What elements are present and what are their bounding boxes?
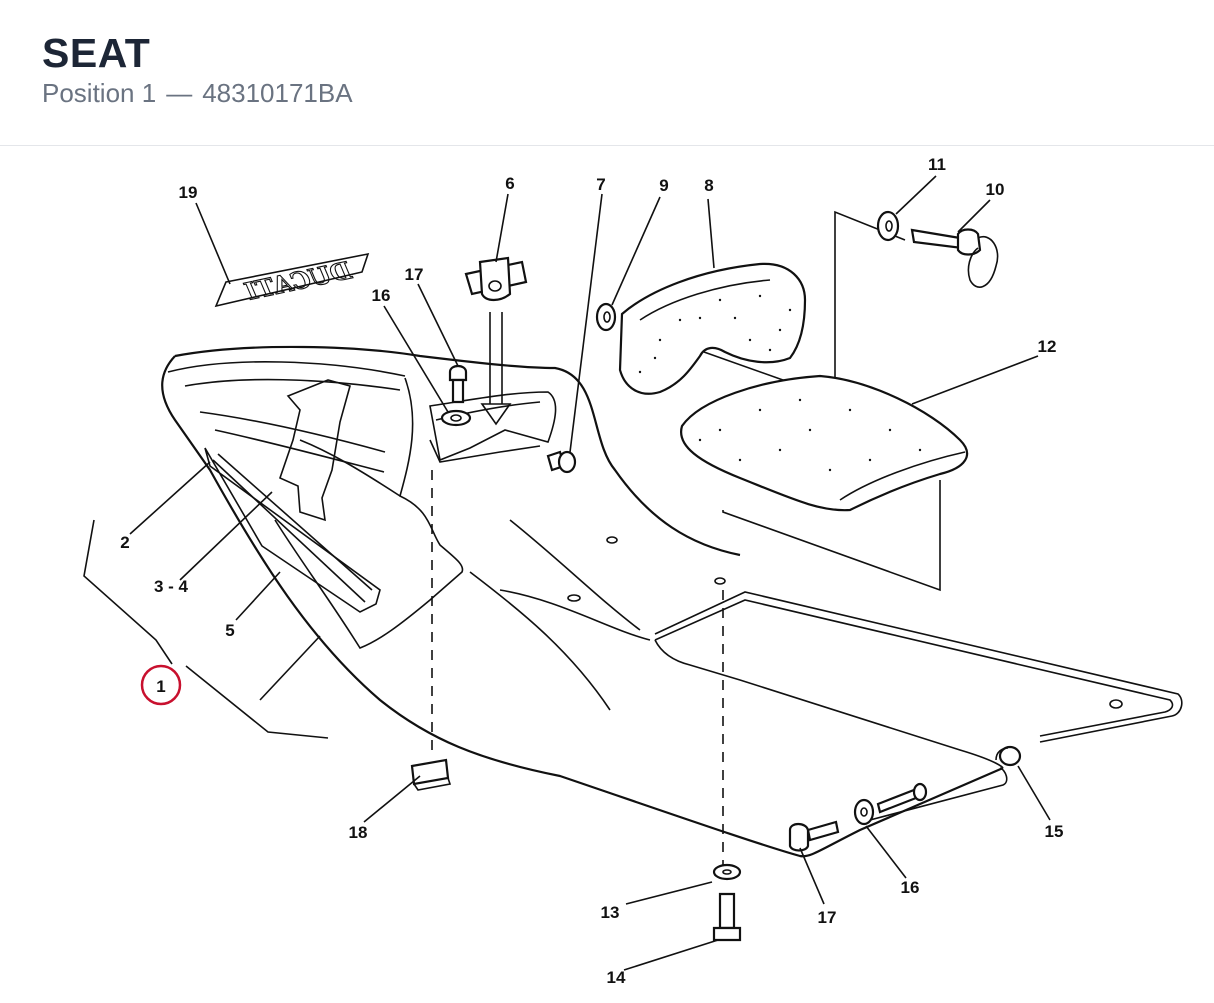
pin-bottom <box>876 782 928 814</box>
pad-part-12 <box>679 374 968 512</box>
callout-19: 19 <box>179 183 198 202</box>
callout-labels: 19 6 7 9 8 11 10 12 17 16 2 3 - 4 5 18 1… <box>120 155 1063 987</box>
callout-6: 6 <box>505 174 514 193</box>
callout-16-bottom: 16 <box>901 878 920 897</box>
page-title: SEAT <box>42 30 151 76</box>
callout-17-bottom: 17 <box>818 908 837 927</box>
pad-12-texture <box>698 398 922 472</box>
screw-part-17-top <box>448 364 468 404</box>
callout-15: 15 <box>1045 822 1064 841</box>
callout-13: 13 <box>601 903 620 922</box>
callout-11: 11 <box>928 155 946 174</box>
washer-part-9 <box>595 302 617 332</box>
callout-12: 12 <box>1038 337 1057 356</box>
callout-8: 8 <box>704 176 713 195</box>
rubber-part-16-top <box>440 409 472 427</box>
callout-14: 14 <box>607 968 626 987</box>
page-subtitle: Position 1 — 48310171BA <box>42 78 353 109</box>
decal-text: DUCATI <box>242 255 355 306</box>
washer-part-11 <box>876 210 900 242</box>
washer-part-16-bottom <box>853 798 875 826</box>
callout-9: 9 <box>659 176 668 195</box>
page-header: SEAT Position 1 — 48310171BA <box>0 0 1214 146</box>
screw-part-7 <box>546 450 577 474</box>
ducati-decal: DUCATI <box>214 252 370 308</box>
callout-10: 10 <box>986 180 1005 199</box>
callout-17-top: 17 <box>405 265 424 284</box>
callout-7: 7 <box>596 175 605 194</box>
callout-1[interactable]: 1 <box>156 677 165 696</box>
subtitle-separator: — <box>166 78 193 108</box>
callout-5: 5 <box>225 621 234 640</box>
assembly-arrow-6 <box>480 403 512 426</box>
position-1-marker[interactable]: 1 <box>140 664 182 706</box>
washer-part-13 <box>712 863 742 881</box>
callout-18: 18 <box>349 823 368 842</box>
grommet-part-15 <box>995 745 1022 767</box>
screw-part-17-bottom <box>788 820 840 852</box>
assembly-bracket-rear <box>722 480 941 592</box>
clip-part-6 <box>464 256 528 302</box>
pin-part-10 <box>910 228 999 288</box>
pad-8-texture <box>638 294 792 374</box>
part-number: 48310171BA <box>202 78 353 108</box>
seat-tail-body <box>161 345 1183 858</box>
callout-16-top: 16 <box>372 286 391 305</box>
position-label: Position 1 <box>42 78 157 108</box>
pad-part-8 <box>618 262 807 395</box>
leader-lines <box>83 175 1051 971</box>
exploded-parts-diagram: DUCATI <box>83 155 1183 987</box>
screw-part-14 <box>712 892 742 942</box>
callout-2: 2 <box>120 533 129 552</box>
nut-part-18 <box>410 758 452 791</box>
position-1-circle[interactable] <box>140 664 182 706</box>
callout-3-4: 3 - 4 <box>154 577 189 596</box>
